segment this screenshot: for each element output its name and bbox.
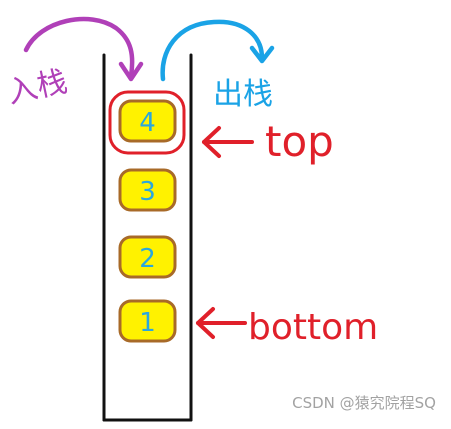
stack-item-3: 3	[118, 168, 177, 212]
arrow-left-icon	[196, 307, 247, 339]
stack-item-box	[118, 99, 177, 143]
push-label: 入栈	[4, 64, 70, 111]
curved-arrow-down-icon	[23, 16, 144, 82]
stack-item-2: 2	[118, 235, 177, 279]
stack-item-box	[118, 235, 177, 279]
watermark: CSDN @猿究院程SQ	[292, 394, 436, 412]
curved-arrow-up-icon	[160, 19, 275, 82]
top-label: top	[265, 117, 334, 166]
stack-item-value: 1	[139, 308, 156, 338]
stack-item-1: 1	[118, 299, 177, 343]
stack-container	[102, 53, 193, 422]
stack-item-value: 4	[139, 108, 156, 138]
bottom-label: bottom	[248, 307, 378, 348]
stack-item-value: 2	[139, 244, 156, 274]
top-item-highlight	[108, 90, 186, 155]
stack-item-box	[118, 168, 177, 212]
pop-label: 出栈	[213, 77, 273, 112]
stack-item-value: 3	[139, 177, 156, 207]
stack-item-box	[118, 299, 177, 343]
stack-item-4: 4	[118, 99, 177, 143]
arrow-left-icon	[202, 126, 254, 158]
